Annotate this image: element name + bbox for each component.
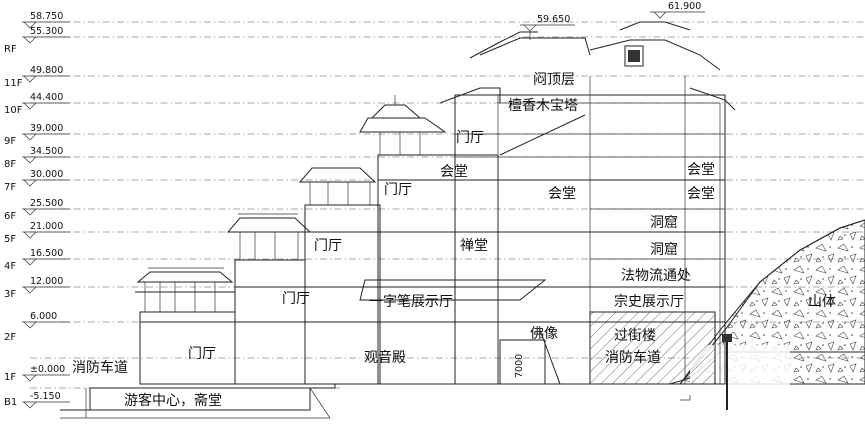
- level-label-9f: 9F: [4, 136, 16, 147]
- room-visitor-center: 游客中心，斋堂: [124, 392, 222, 409]
- level-label-6f: 6F: [4, 211, 16, 222]
- elev-marker-top: [22, 21, 70, 29]
- elev-label-rf: 55.300: [30, 26, 63, 37]
- level-label-3f: 3F: [4, 289, 16, 300]
- peak-elev-2: 61.900: [668, 1, 701, 12]
- level-label-5f: 5F: [4, 234, 16, 245]
- level-label-4f: 4F: [4, 261, 16, 272]
- pile-column: [680, 334, 732, 410]
- level-label-b1: B1: [4, 397, 17, 408]
- room-fire-lane-right: 消防车道: [605, 349, 661, 366]
- elev-label-11f: 49.800: [30, 65, 63, 76]
- room-mountain: 山体: [808, 294, 836, 310]
- elev-label-9f: 39.000: [30, 123, 63, 134]
- room-calligraphy-hall: 一字笔展示厅: [369, 294, 453, 310]
- room-cave-5f: 洞窟: [650, 241, 678, 258]
- room-foyer-5f: 门厅: [314, 238, 342, 254]
- level-label-rf: RF: [4, 44, 17, 55]
- room-cave-6f: 洞窟: [650, 214, 678, 231]
- level-label-2f: 2F: [4, 332, 16, 343]
- room-fire-lane-left: 消防车道: [72, 359, 128, 376]
- peak-elev-1: 59.650: [537, 14, 570, 25]
- level-label-8f: 8F: [4, 159, 16, 170]
- level-label-11f: 11F: [4, 78, 23, 89]
- room-foyer-1f: 门厅: [188, 346, 216, 362]
- level-label-10f: 10F: [4, 105, 23, 116]
- level-label-7f: 7F: [4, 182, 16, 193]
- elev-label-2f: 6.000: [30, 311, 57, 322]
- room-foyer-7f: 门厅: [384, 182, 412, 198]
- elev-label-b1: -5.150: [30, 391, 61, 402]
- room-guanyin-hall: 观音殿: [364, 349, 406, 366]
- room-hall-8f-left: 会堂: [440, 164, 468, 180]
- room-dharma-corridor: 法物流通处: [621, 268, 691, 284]
- elev-label-5f: 21.000: [30, 221, 63, 232]
- room-zen-hall: 禅堂: [460, 238, 488, 254]
- elev-label-7f: 30.000: [30, 169, 63, 180]
- room-hall-7f-center: 会堂: [548, 186, 576, 202]
- room-pagoda: 檀香木宝塔: [508, 97, 578, 114]
- level-label-1f: 1F: [4, 372, 16, 383]
- room-hall-8f-right: 会堂: [687, 162, 715, 178]
- elev-label-top: 58.750: [30, 11, 63, 22]
- dim-7000: 7000: [514, 354, 525, 378]
- room-foyer-9f: 门厅: [456, 130, 484, 146]
- elev-label-4f: 16.500: [30, 248, 63, 259]
- room-labels: 闷顶层 檀香木宝塔 门厅 会堂 会堂 会堂 会堂 门厅 洞窟 洞窟 门厅 禅堂 …: [72, 72, 836, 409]
- peak-markers: 59.650 61.900: [520, 1, 705, 40]
- elev-label-10f: 44.400: [30, 92, 63, 103]
- room-overpass: 过街楼: [614, 328, 656, 344]
- elev-label-8f: 34.500: [30, 146, 63, 157]
- room-buddha: 佛像: [530, 326, 558, 342]
- room-foyer-3f: 门厅: [282, 291, 310, 307]
- elev-label-6f: 25.500: [30, 198, 63, 209]
- room-mending: 闷顶层: [533, 72, 575, 88]
- elev-label-3f: 12.000: [30, 276, 63, 287]
- elev-label-1f: ±0.000: [30, 364, 65, 375]
- room-hall-7f-right: 会堂: [687, 186, 715, 202]
- level-labels: 58.750 RF 55.300 11F 49.800 10F 44.400 9…: [4, 11, 70, 409]
- room-history-hall: 宗史展示厅: [614, 294, 684, 310]
- main-structure: [135, 21, 736, 385]
